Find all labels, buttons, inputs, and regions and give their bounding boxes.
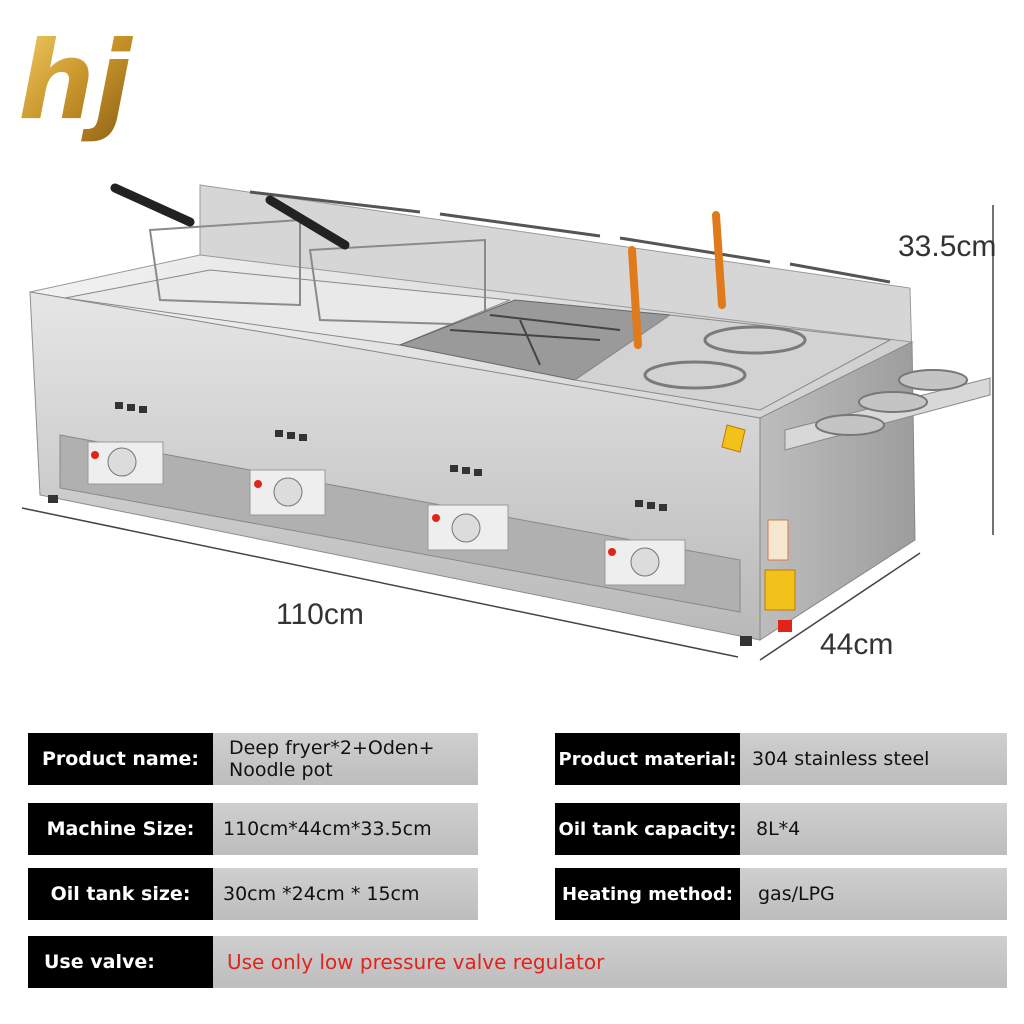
spec-value-line: Deep fryer*2+Oden+: [229, 737, 435, 759]
spec-value-line: Noodle pot: [229, 759, 333, 781]
spec-label: Product material:: [555, 733, 740, 785]
fryer-illustration: [21, 183, 994, 661]
spec-row-heating-method: Heating method: gas/LPG: [555, 868, 1007, 920]
spec-row-oil-tank-capacity: Oil tank capacity: 8L*4: [555, 803, 1007, 855]
spec-label: Use valve:: [28, 936, 213, 988]
logo-text: hj: [18, 19, 134, 144]
depth-dimension-label: 44cm: [820, 628, 894, 661]
spec-value: 304 stainless steel: [740, 733, 1007, 785]
spec-value: Deep fryer*2+Oden+ Noodle pot: [213, 733, 478, 785]
brand-logo: hj: [18, 19, 134, 144]
spec-row-machine-size: Machine Size: 110cm*44cm*33.5cm: [28, 803, 478, 855]
spec-label: Oil tank capacity:: [555, 803, 740, 855]
spec-row-product-name: Product name: Deep fryer*2+Oden+ Noodle …: [28, 733, 478, 785]
length-dimension-label: 110cm: [276, 598, 364, 631]
spec-label: Machine Size:: [28, 803, 213, 855]
spec-value: 30cm *24cm * 15cm: [213, 868, 478, 920]
spec-label: Oil tank size:: [28, 868, 213, 920]
height-dimension-label: 33.5cm: [898, 230, 997, 263]
spec-row-oil-tank-size: Oil tank size: 30cm *24cm * 15cm: [28, 868, 478, 920]
spec-value: 110cm*44cm*33.5cm: [213, 803, 478, 855]
spec-value: gas/LPG: [740, 868, 1007, 920]
spec-value-warning: Use only low pressure valve regulator: [213, 936, 1007, 988]
spec-row-product-material: Product material: 304 stainless steel: [555, 733, 1007, 785]
spec-row-use-valve: Use valve: Use only low pressure valve r…: [28, 936, 1007, 988]
spec-label: Product name:: [28, 733, 213, 785]
spec-value: 8L*4: [740, 803, 1007, 855]
spec-label: Heating method:: [555, 868, 740, 920]
